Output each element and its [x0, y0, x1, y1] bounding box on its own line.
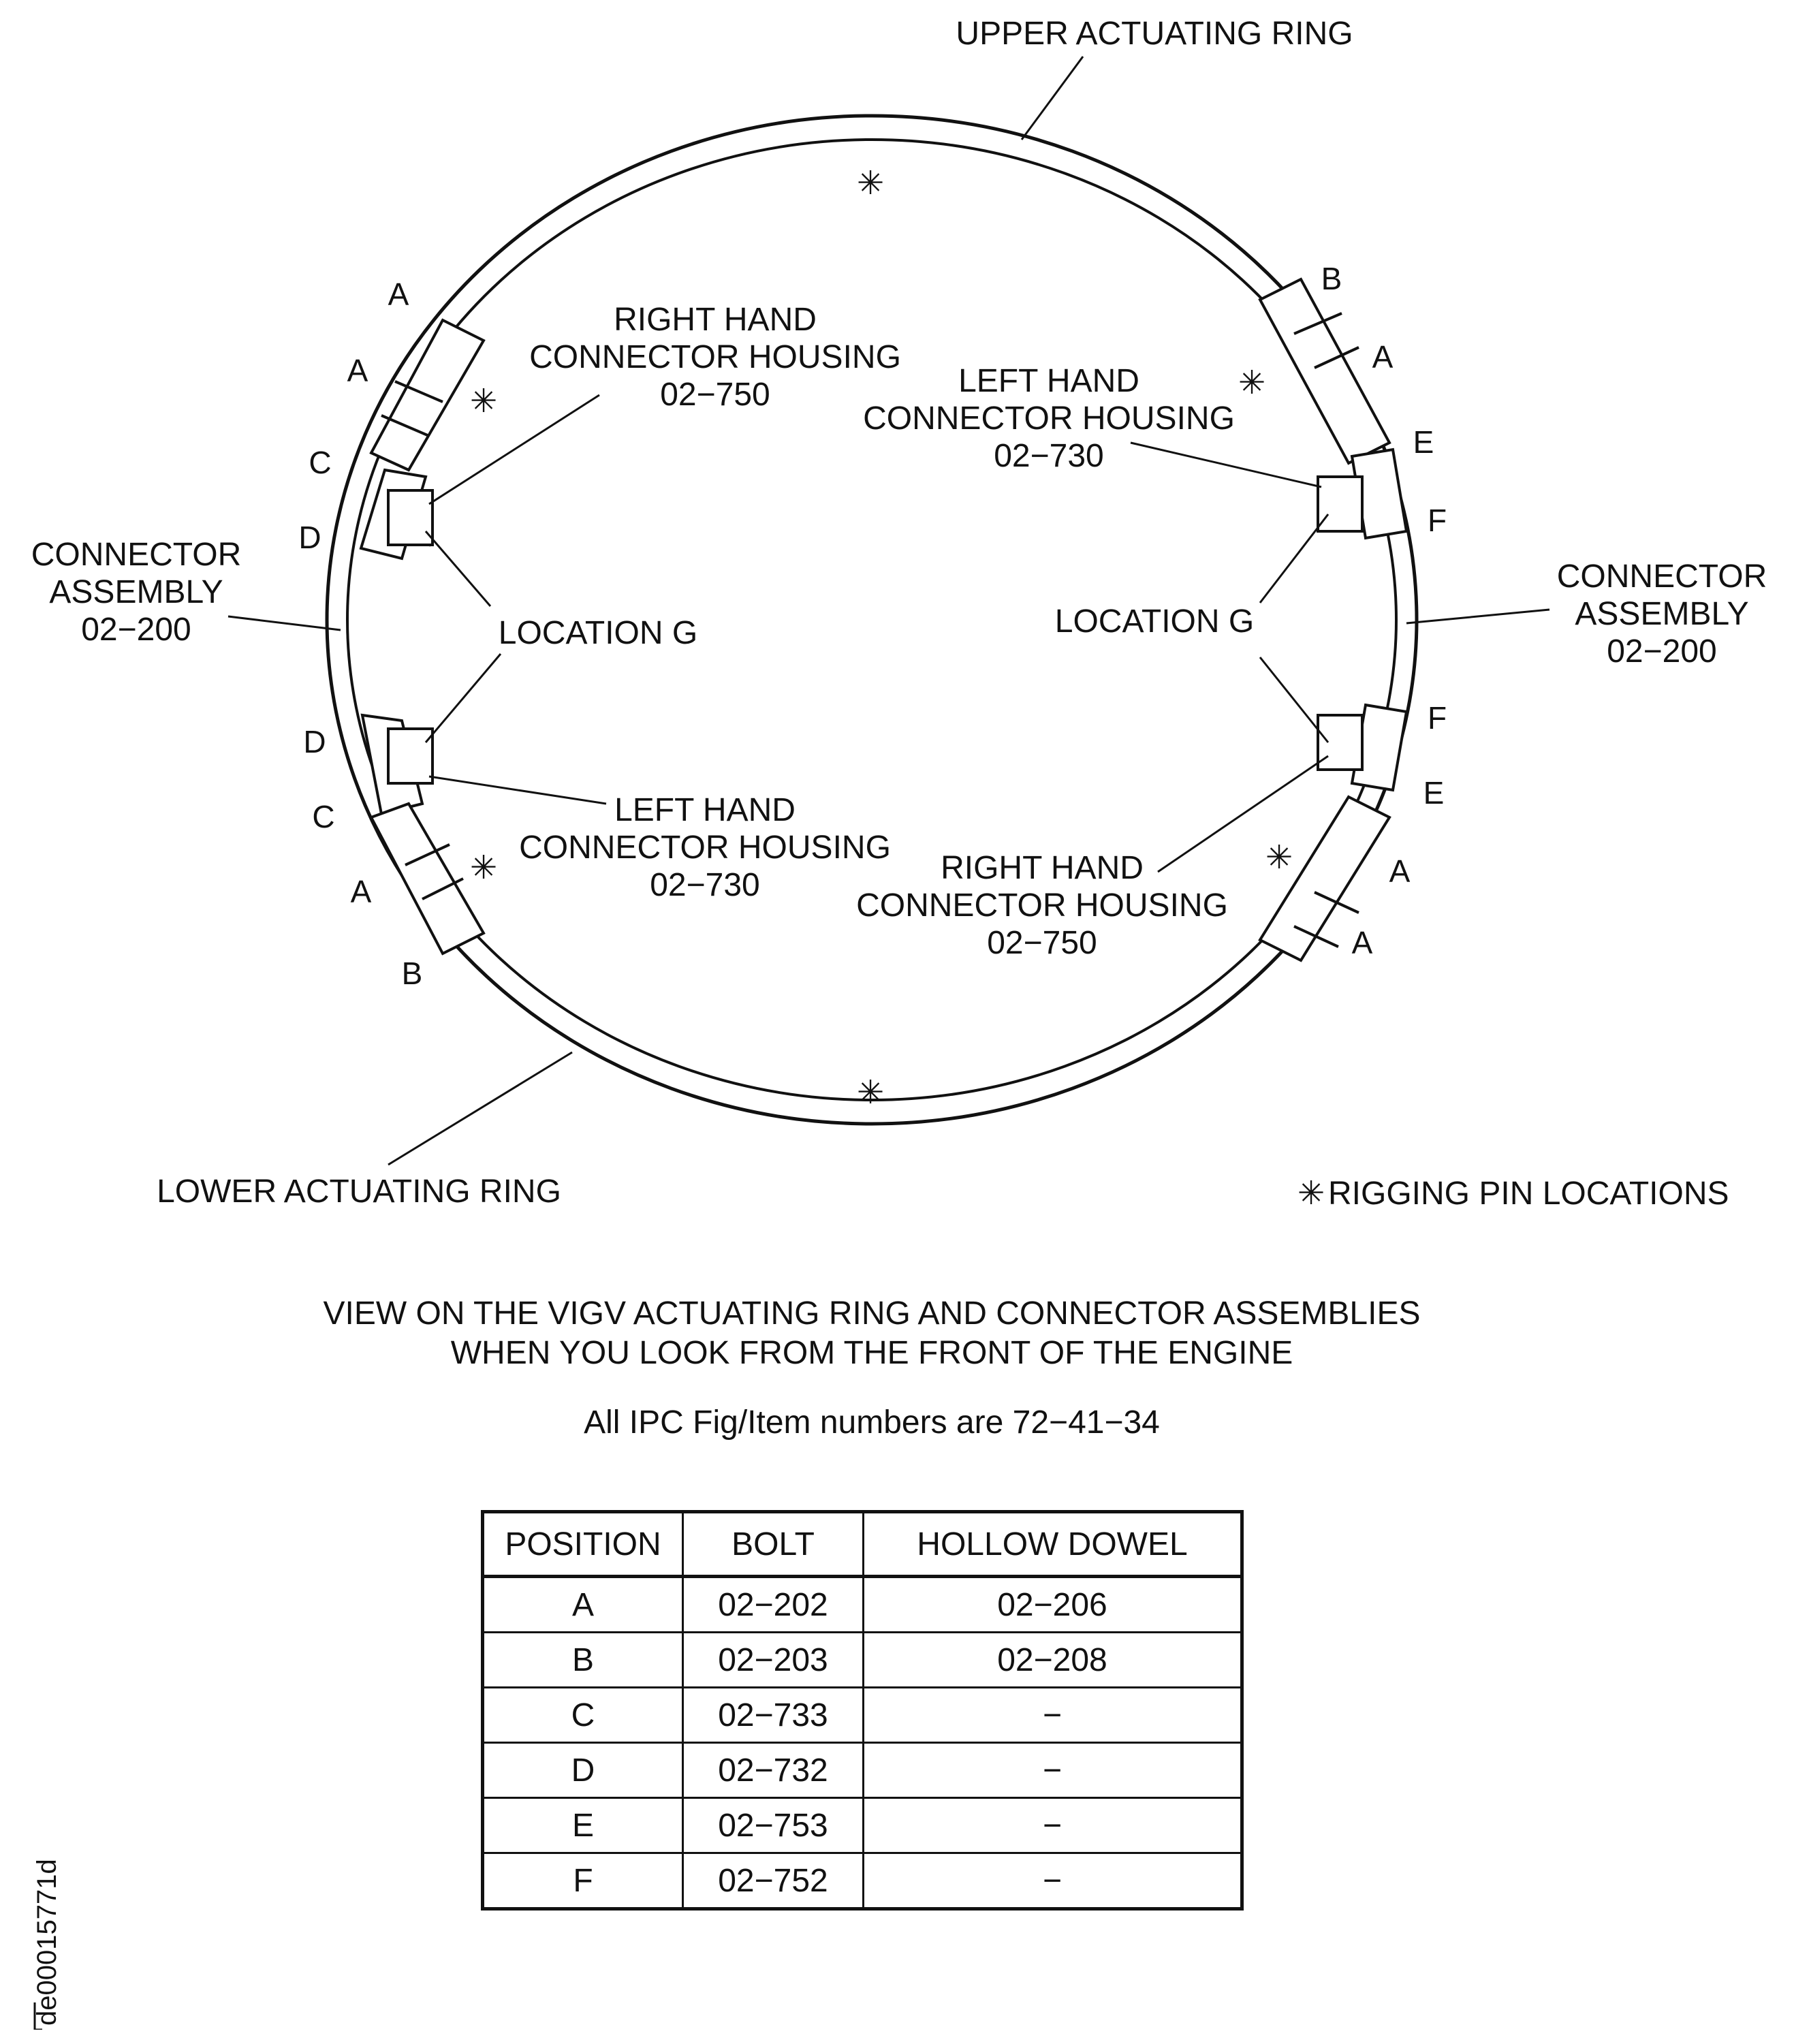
vigv-ring-diagram: ✳ ✳ ✳ ✳ ✳ ✳ UPPER ACTUATING RING LOWER A… — [31, 16, 1767, 1212]
connector-assembly-right-line2: ASSEMBLY — [1575, 596, 1748, 632]
position-letter: C — [309, 445, 331, 480]
rigging-pin-legend: ✳ RIGGING PIN LOCATIONS — [1297, 1176, 1729, 1212]
cell-bolt: 02−732 — [682, 1742, 864, 1799]
position-letter: A — [1372, 339, 1394, 375]
leader-lines — [227, 56, 1550, 1166]
cell-bolt: 02−202 — [682, 1575, 864, 1633]
position-letter: A — [347, 353, 368, 388]
figure-caption: VIEW ON THE VIGV ACTUATING RING AND CONN… — [0, 1294, 1744, 1373]
lh-housing-730-top-line3: 02−730 — [994, 438, 1104, 474]
connector-assembly-right-line3: 02−200 — [1607, 633, 1717, 670]
rigging-pin-marker-top: ✳ — [857, 166, 884, 202]
position-letter: A — [388, 277, 409, 312]
cell-position: E — [482, 1797, 684, 1854]
location-g-left: LOCATION G — [499, 615, 697, 651]
right-connector-segments — [1258, 277, 1409, 962]
lh-housing-730-top-line1: LEFT HAND — [958, 363, 1139, 399]
cell-position: D — [482, 1742, 684, 1799]
cell-hollow-dowel: − — [862, 1797, 1243, 1854]
cell-position: F — [482, 1852, 684, 1910]
connector-assembly-left-line3: 02−200 — [81, 612, 191, 648]
table-row: D 02−732 − — [482, 1742, 1243, 1799]
column-header-position: POSITION — [482, 1511, 684, 1578]
left-connector-segments — [359, 318, 486, 956]
column-header-bolt: BOLT — [682, 1511, 864, 1578]
document-id-text: de00015771d — [33, 1859, 61, 2026]
position-letter: C — [312, 799, 334, 834]
cell-position: A — [482, 1575, 684, 1633]
position-letter: A — [1389, 853, 1411, 889]
actuating-ring — [325, 114, 1419, 1126]
lower-ring-label: LOWER ACTUATING RING — [157, 1174, 561, 1210]
cell-bolt: 02−733 — [682, 1686, 864, 1744]
connector-assembly-left-line1: CONNECTOR — [31, 537, 241, 573]
rigging-pin-marker-upper-right: ✳ — [1238, 365, 1265, 401]
position-letter: F — [1428, 700, 1447, 736]
table-header-row: POSITION BOLT HOLLOW DOWEL — [482, 1511, 1243, 1578]
table-row: F 02−752 − — [482, 1852, 1243, 1910]
lh-housing-730-top-line2: CONNECTOR HOUSING — [863, 400, 1235, 437]
position-parts-table: POSITION BOLT HOLLOW DOWEL A 02−202 02−2… — [481, 1510, 1244, 1911]
cell-hollow-dowel: − — [862, 1852, 1243, 1910]
ipc-note: All IPC Fig/Item numbers are 72−41−34 — [584, 1404, 1160, 1441]
lh-housing-730-bottom-line1: LEFT HAND — [614, 792, 796, 828]
table-row: A 02−202 02−206 — [482, 1575, 1243, 1633]
rh-housing-750-top-line1: RIGHT HAND — [614, 302, 817, 338]
position-letter: F — [1428, 503, 1447, 538]
cell-hollow-dowel: 02−206 — [862, 1575, 1243, 1633]
lh-housing-730-bottom-line3: 02−730 — [650, 867, 760, 903]
cell-bolt: 02−203 — [682, 1631, 864, 1688]
cell-position: B — [482, 1631, 684, 1688]
position-letter: E — [1413, 424, 1434, 460]
diagram-labels: UPPER ACTUATING RING LOWER ACTUATING RIN… — [31, 16, 1767, 1210]
cell-bolt: 02−752 — [682, 1852, 864, 1910]
table-row: E 02−753 − — [482, 1797, 1243, 1854]
connector-assembly-right-line1: CONNECTOR — [1557, 559, 1767, 595]
rigging-pin-marker-upper-left: ✳ — [470, 383, 497, 420]
position-letter: A — [1352, 925, 1373, 960]
position-letter: A — [351, 874, 372, 909]
position-letter: D — [303, 724, 326, 759]
legend-text: RIGGING PIN LOCATIONS — [1328, 1176, 1729, 1212]
connector-assembly-left-line2: ASSEMBLY — [49, 574, 223, 610]
upper-ring-label: UPPER ACTUATING RING — [956, 16, 1353, 52]
position-letters-right: B A E F F E A A — [1321, 261, 1447, 960]
cell-bolt: 02−753 — [682, 1797, 864, 1854]
rigging-pin-marker-lower-right: ✳ — [1265, 840, 1293, 876]
table-row: C 02−733 − — [482, 1686, 1243, 1744]
location-g-right: LOCATION G — [1055, 603, 1254, 640]
position-letter: B — [402, 956, 423, 991]
caption-line-1: VIEW ON THE VIGV ACTUATING RING AND CONN… — [323, 1295, 1421, 1332]
position-letters-left: A A C D D C A B — [298, 277, 422, 991]
legend-symbol: ✳ — [1297, 1176, 1325, 1212]
document-id: de00015771d — [33, 1859, 61, 2030]
rigging-pin-marker-bottom: ✳ — [857, 1075, 884, 1111]
column-header-hollow-dowel: HOLLOW DOWEL — [862, 1511, 1243, 1578]
position-letter: D — [298, 520, 321, 555]
rh-housing-750-top-line3: 02−750 — [660, 377, 770, 413]
caption-line-2: WHEN YOU LOOK FROM THE FRONT OF THE ENGI… — [450, 1335, 1293, 1371]
rh-housing-750-bottom-line1: RIGHT HAND — [941, 850, 1144, 886]
lh-housing-730-bottom-line2: CONNECTOR HOUSING — [519, 830, 891, 866]
table-row: B 02−203 02−208 — [482, 1631, 1243, 1688]
position-letter: E — [1423, 775, 1445, 811]
rh-housing-750-top-line2: CONNECTOR HOUSING — [529, 339, 901, 375]
cell-hollow-dowel: − — [862, 1686, 1243, 1744]
cell-hollow-dowel: 02−208 — [862, 1631, 1243, 1688]
rh-housing-750-bottom-line2: CONNECTOR HOUSING — [856, 887, 1228, 924]
rigging-pin-markers: ✳ ✳ ✳ ✳ ✳ ✳ — [470, 166, 1293, 1111]
cell-hollow-dowel: − — [862, 1742, 1243, 1799]
cell-position: C — [482, 1686, 684, 1744]
rigging-pin-marker-lower-left: ✳ — [470, 850, 497, 886]
position-letter: B — [1321, 261, 1342, 296]
rh-housing-750-bottom-line3: 02−750 — [987, 925, 1097, 961]
